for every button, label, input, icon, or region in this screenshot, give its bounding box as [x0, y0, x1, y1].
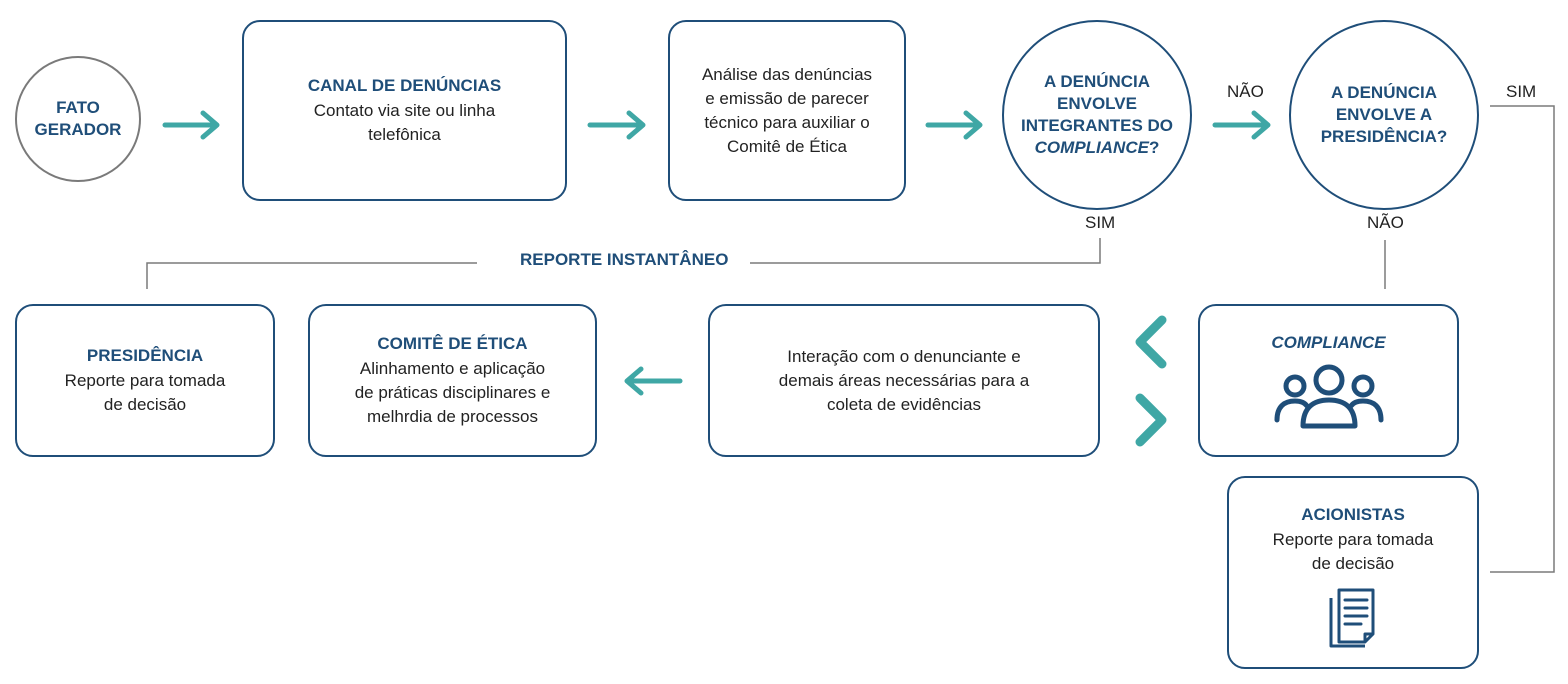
compliance-title: COMPLIANCE: [1271, 333, 1386, 352]
reporte-line-right: [750, 238, 1101, 264]
canal-title: CANAL DE DENÚNCIAS: [307, 75, 502, 95]
nao-label-2: NÃO: [1367, 213, 1404, 232]
comite-title: COMITÊ DE ÉTICA: [377, 333, 528, 353]
interacao-node: Interação com o denunciante e demais áre…: [708, 304, 1100, 457]
decisao-compliance-title-main: A DENÚNCIA ENVOLVE INTEGRANTES DO: [1020, 72, 1174, 135]
people-group-icon: [1274, 364, 1383, 429]
decisao-compliance-title: A DENÚNCIA ENVOLVE INTEGRANTES DO COMPLI…: [1021, 71, 1173, 159]
acionistas-body: Reporte para tomada de decisão: [1272, 530, 1434, 573]
presidencia-title: PRESIDÊNCIA: [86, 345, 204, 365]
acionistas-title: ACIONISTAS: [1301, 505, 1405, 524]
arrow-right-icon: [162, 110, 220, 140]
reporte-line-left: [146, 262, 477, 289]
acionistas-node: ACIONISTAS Reporte para tomada de decisã…: [1227, 476, 1479, 669]
decisao-compliance-node: A DENÚNCIA ENVOLVE INTEGRANTES DO COMPLI…: [1002, 20, 1192, 210]
canal-body: Contato via site ou linha telefônica: [313, 100, 496, 144]
nao-label-1: NÃO: [1227, 82, 1264, 101]
decisao-presidencia-title: A DENÚNCIA ENVOLVE A PRESIDÊNCIA?: [1320, 83, 1448, 146]
arrow-right-icon: [1212, 110, 1271, 140]
arrow-right-icon: [587, 110, 646, 140]
reporte-instantaneo-label: REPORTE INSTANTÂNEO: [520, 250, 729, 269]
interacao-body: Interação com o denunciante e demais áre…: [778, 346, 1030, 414]
fato-gerador-title: FATO GERADOR: [34, 98, 122, 139]
arrow-left-icon: [624, 366, 683, 396]
decisao-compliance-title-italic: COMPLIANCE: [1034, 138, 1149, 157]
compliance-node: COMPLIANCE: [1198, 304, 1459, 457]
fato-gerador-node: FATO GERADOR: [15, 56, 141, 182]
document-icon: [1329, 588, 1375, 648]
sim-line: [1490, 105, 1555, 573]
analise-body: Análise das denúncias e emissão de parec…: [701, 64, 873, 156]
sim-label-1: SIM: [1506, 82, 1537, 101]
chevron-right-icon: [1135, 393, 1167, 447]
comite-etica-node: COMITÊ DE ÉTICA Alinhamento e aplicação …: [308, 304, 597, 457]
presidencia-node: PRESIDÊNCIA Reporte para tomada de decis…: [15, 304, 275, 457]
presidencia-body: Reporte para tomada de decisão: [64, 370, 226, 414]
sim-label-2: SIM: [1085, 213, 1116, 232]
arrow-right-icon: [925, 110, 983, 140]
decisao-presidencia-node: A DENÚNCIA ENVOLVE A PRESIDÊNCIA?: [1289, 20, 1479, 210]
decisao-compliance-title-suffix: ?: [1148, 138, 1160, 157]
canal-denuncias-node: CANAL DE DENÚNCIAS Contato via site ou l…: [242, 20, 567, 201]
comite-body: Alinhamento e aplicação de práticas disc…: [354, 358, 551, 426]
chevron-left-icon: [1135, 315, 1167, 369]
analise-node: Análise das denúncias e emissão de parec…: [668, 20, 906, 201]
